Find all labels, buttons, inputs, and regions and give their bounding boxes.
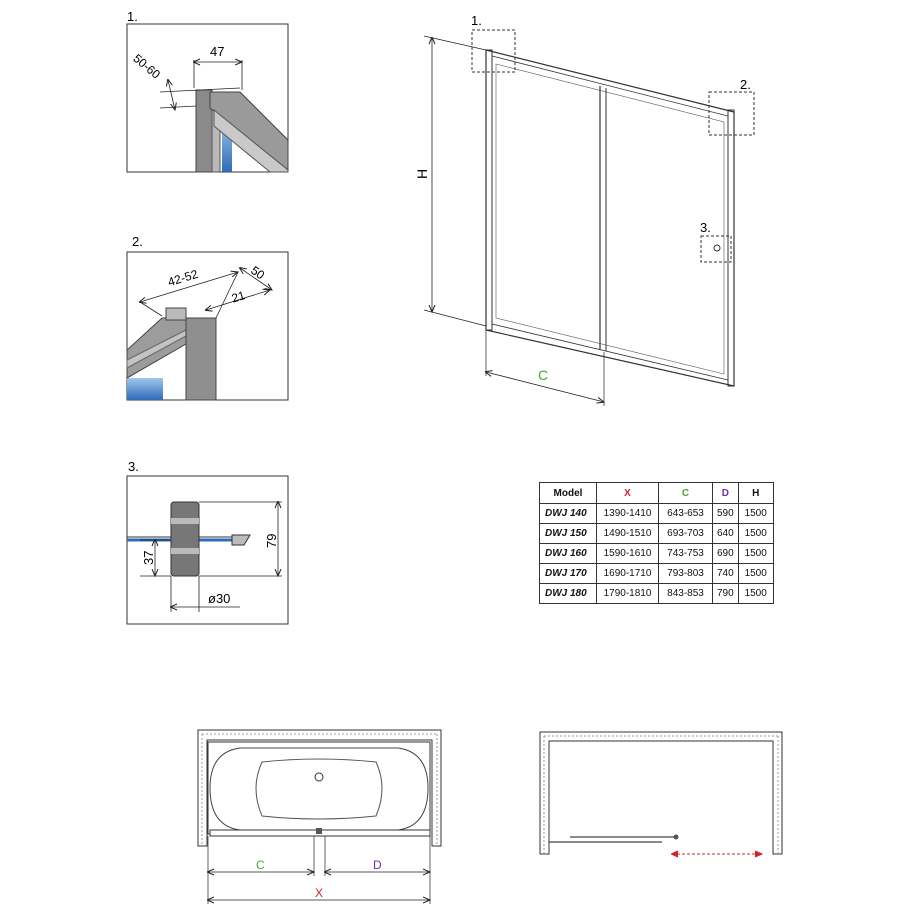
detail-2-label: 2.: [132, 234, 143, 249]
detail-1: 1. 47 50-60: [126, 9, 289, 173]
cell-h: 1500: [737, 583, 774, 604]
header-model: Model: [539, 482, 597, 504]
wall-profile: [185, 317, 217, 401]
cell-h: 1500: [737, 523, 774, 544]
bathtub: [207, 741, 431, 835]
cell-h: 1500: [737, 503, 774, 524]
header-c: C: [658, 482, 713, 504]
top-rail-face: [213, 108, 289, 173]
cell-model: DWJ 160: [539, 543, 597, 564]
dim-79: 79: [264, 534, 279, 548]
cell-d: 790: [712, 583, 739, 604]
dim-c: C: [256, 858, 265, 872]
cell-model: DWJ 140: [539, 503, 597, 524]
cell-c: 693-703: [658, 523, 713, 544]
knob: [713, 244, 721, 252]
detail-2: 2. 42-52 21 50: [126, 234, 289, 401]
header-h: H: [737, 482, 774, 504]
table-row: DWJ 140 1390-1410 643-653 590 1500: [539, 503, 774, 524]
detail-1-label: 1.: [127, 9, 138, 24]
callout-3-box: [700, 235, 732, 263]
detail-3: 3. 79 37 ø30: [126, 459, 289, 625]
header-d: D: [712, 482, 739, 504]
glass-panel: [127, 378, 163, 400]
callout-2-box: [708, 91, 755, 136]
table-row: DWJ 150 1490-1510 693-703 640 1500: [539, 523, 774, 544]
callout-1: 1.: [471, 13, 482, 28]
dim-diameter-30: ø30: [208, 591, 230, 606]
cap: [165, 307, 187, 321]
dim-line-50-60: [168, 80, 175, 110]
wall-outline: [539, 731, 783, 855]
dim-line-42-52: [140, 272, 238, 302]
table-row: DWJ 180 1790-1810 843-853 790 1500: [539, 583, 774, 604]
table-row: DWJ 160 1590-1610 743-753 690 1500: [539, 543, 774, 564]
cell-d: 690: [712, 543, 739, 564]
dim-21: 21: [230, 288, 247, 305]
tub-inner: [255, 758, 383, 820]
handle-knob: [170, 501, 200, 577]
cell-x: 1390-1410: [596, 503, 659, 524]
cell-c: 743-753: [658, 543, 713, 564]
glass-panel: [222, 118, 232, 172]
table-header-row: Model X C D H: [539, 482, 774, 504]
cell-d: 590: [712, 503, 739, 524]
table-row: DWJ 170 1690-1710 793-803 740 1500: [539, 563, 774, 584]
cell-model: DWJ 180: [539, 583, 597, 604]
top-rail: [209, 91, 289, 172]
dim-x: X: [315, 886, 323, 900]
plan-view-open: [539, 731, 783, 855]
dim-line-50: [240, 268, 272, 290]
cell-x: 1690-1710: [596, 563, 659, 584]
dim-c: C: [538, 367, 548, 383]
knob: [316, 828, 322, 834]
callout-3: 3.: [700, 220, 711, 235]
cell-model: DWJ 170: [539, 563, 597, 584]
cell-h: 1500: [737, 563, 774, 584]
cell-c: 793-803: [658, 563, 713, 584]
cell-c: 843-853: [658, 583, 713, 604]
dim-line-21: [206, 290, 270, 310]
outer-frame: [485, 49, 735, 387]
dim-h: H: [414, 169, 430, 179]
plan-view-bath: C D X: [197, 729, 442, 904]
detail-3-label: 3.: [128, 459, 139, 474]
left-post: [485, 49, 493, 331]
callout-1-box: [471, 29, 516, 73]
handle-end: [231, 534, 251, 546]
right-post: [727, 109, 735, 387]
spec-table: Model X C D H DWJ 140 1390-1410 643-653 …: [539, 482, 774, 604]
cell-c: 643-653: [658, 503, 713, 524]
header-x: X: [596, 482, 659, 504]
cell-x: 1490-1510: [596, 523, 659, 544]
dim-47: 47: [210, 44, 224, 59]
cell-x: 1590-1610: [596, 543, 659, 564]
cell-model: DWJ 150: [539, 523, 597, 544]
cell-d: 640: [712, 523, 739, 544]
cell-h: 1500: [737, 543, 774, 564]
drain: [314, 772, 324, 782]
wall-outline: [197, 729, 442, 847]
main-view: 1. 2. 3. H C: [414, 13, 755, 406]
dim-d: D: [373, 858, 382, 872]
cell-d: 740: [712, 563, 739, 584]
cell-x: 1790-1810: [596, 583, 659, 604]
dim-line-c: [486, 372, 604, 402]
dim-37: 37: [141, 551, 156, 565]
callout-2: 2.: [740, 77, 751, 92]
